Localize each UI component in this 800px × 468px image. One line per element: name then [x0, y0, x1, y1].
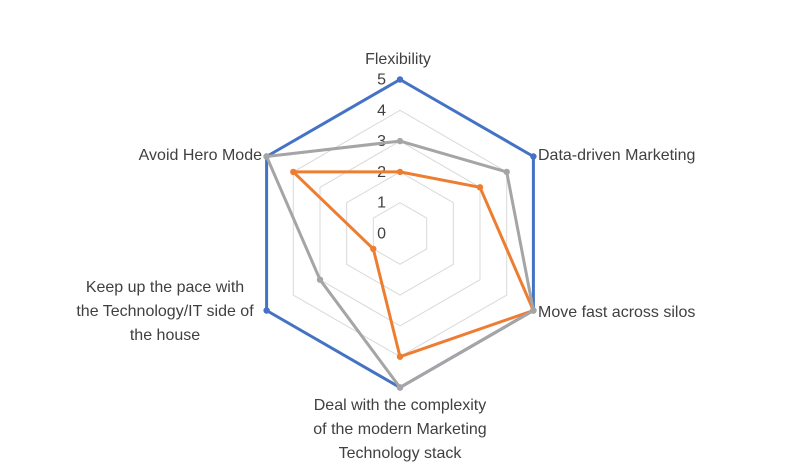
radial-axis-tick-0: 0 — [377, 226, 386, 243]
series-0-marker-4 — [263, 307, 270, 314]
series-2-marker-3 — [396, 384, 404, 391]
axis-label-avoid-hero-mode: Avoid Hero Mode — [138, 147, 262, 164]
axis-label-move-fast-across-silos: Move fast across silos — [538, 304, 696, 321]
axis-label-deal-with-complexity: Deal with the complexity of the modern M… — [313, 397, 487, 462]
series-2-marker-1 — [503, 168, 510, 176]
series-2-marker-5 — [263, 153, 270, 160]
series-2-marker-4 — [316, 276, 324, 283]
series-0-marker-1 — [530, 153, 537, 160]
series-1-marker-1 — [476, 184, 484, 191]
series-1-marker-5 — [290, 168, 297, 176]
axis-label-data-driven-marketing: Data-driven Marketing — [538, 147, 696, 164]
radial-axis-tick-5: 5 — [377, 72, 386, 89]
grid-ring-5 — [266, 78, 534, 389]
series-0-line — [265, 78, 535, 389]
radial-axis-tick-3: 3 — [377, 133, 386, 150]
grid-ring-2 — [346, 171, 454, 296]
radial-axis-tick-4: 4 — [377, 102, 386, 119]
axis-label-flexibility: Flexibility — [365, 51, 431, 68]
series-1-marker-4 — [370, 245, 377, 253]
series-1-marker-0 — [396, 168, 404, 176]
series-2-marker-0 — [396, 137, 404, 145]
series-0-marker-0 — [396, 76, 404, 83]
series-1-marker-3 — [396, 353, 404, 360]
radial-axis-tick-1: 1 — [377, 195, 386, 212]
grid-ring-1 — [372, 202, 428, 265]
series-2-marker-2 — [530, 307, 537, 314]
grid-ring-4 — [292, 109, 508, 358]
series-1-line — [291, 170, 535, 359]
axis-label-keep-up-the-pace: Keep up the pace with the Technology/IT … — [76, 279, 254, 344]
